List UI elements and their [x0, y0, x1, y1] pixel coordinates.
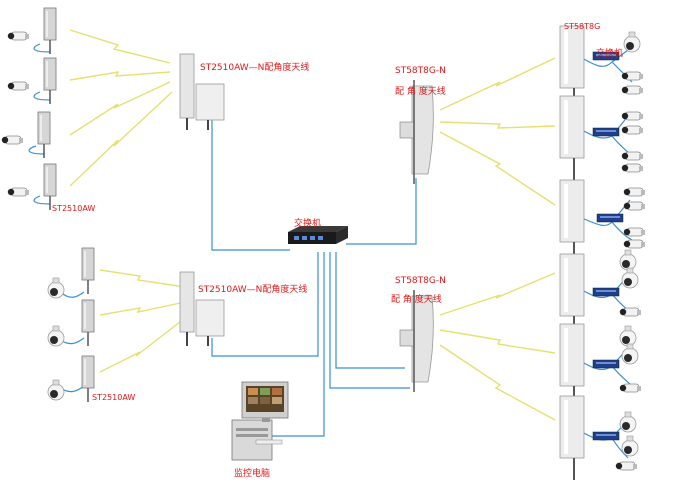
antenna-left-mid: [179, 271, 225, 346]
antenna-right-bottom-label-2: 配 角 度天线: [391, 295, 442, 305]
left-top-cluster: [1, 7, 57, 211]
antenna-left-top-label: ST2510AW—N配角度天线: [200, 63, 310, 73]
antenna-right-top-label-2: 配 角 度天线: [395, 87, 446, 97]
monitor-pc: [231, 381, 289, 461]
top-right-model-label: ST58T8G: [564, 22, 601, 31]
left-bottom-cluster-label: ST2510AW: [92, 393, 136, 402]
monitor-pc-label: 监控电脑: [234, 469, 271, 479]
antenna-right-bottom-label-1: ST58T8G-N: [395, 276, 446, 286]
antenna-right-bottom: [399, 290, 434, 392]
right-clusters: [559, 25, 646, 481]
left-bottom-cluster: [47, 247, 95, 403]
left-top-cluster-label: ST2510AW: [52, 204, 96, 213]
antenna-left-mid-label: ST2510AW—N配角度天线: [198, 285, 308, 295]
antenna-left-top: [179, 53, 225, 130]
center-switch: [288, 226, 348, 244]
antenna-right-top: [399, 80, 434, 184]
wireless-links: [69, 29, 556, 421]
top-right-switch-label: 交换机: [596, 49, 624, 59]
center-switch-label: 交换机: [294, 219, 322, 229]
antenna-right-top-label-1: ST58T8G-N: [395, 66, 446, 76]
